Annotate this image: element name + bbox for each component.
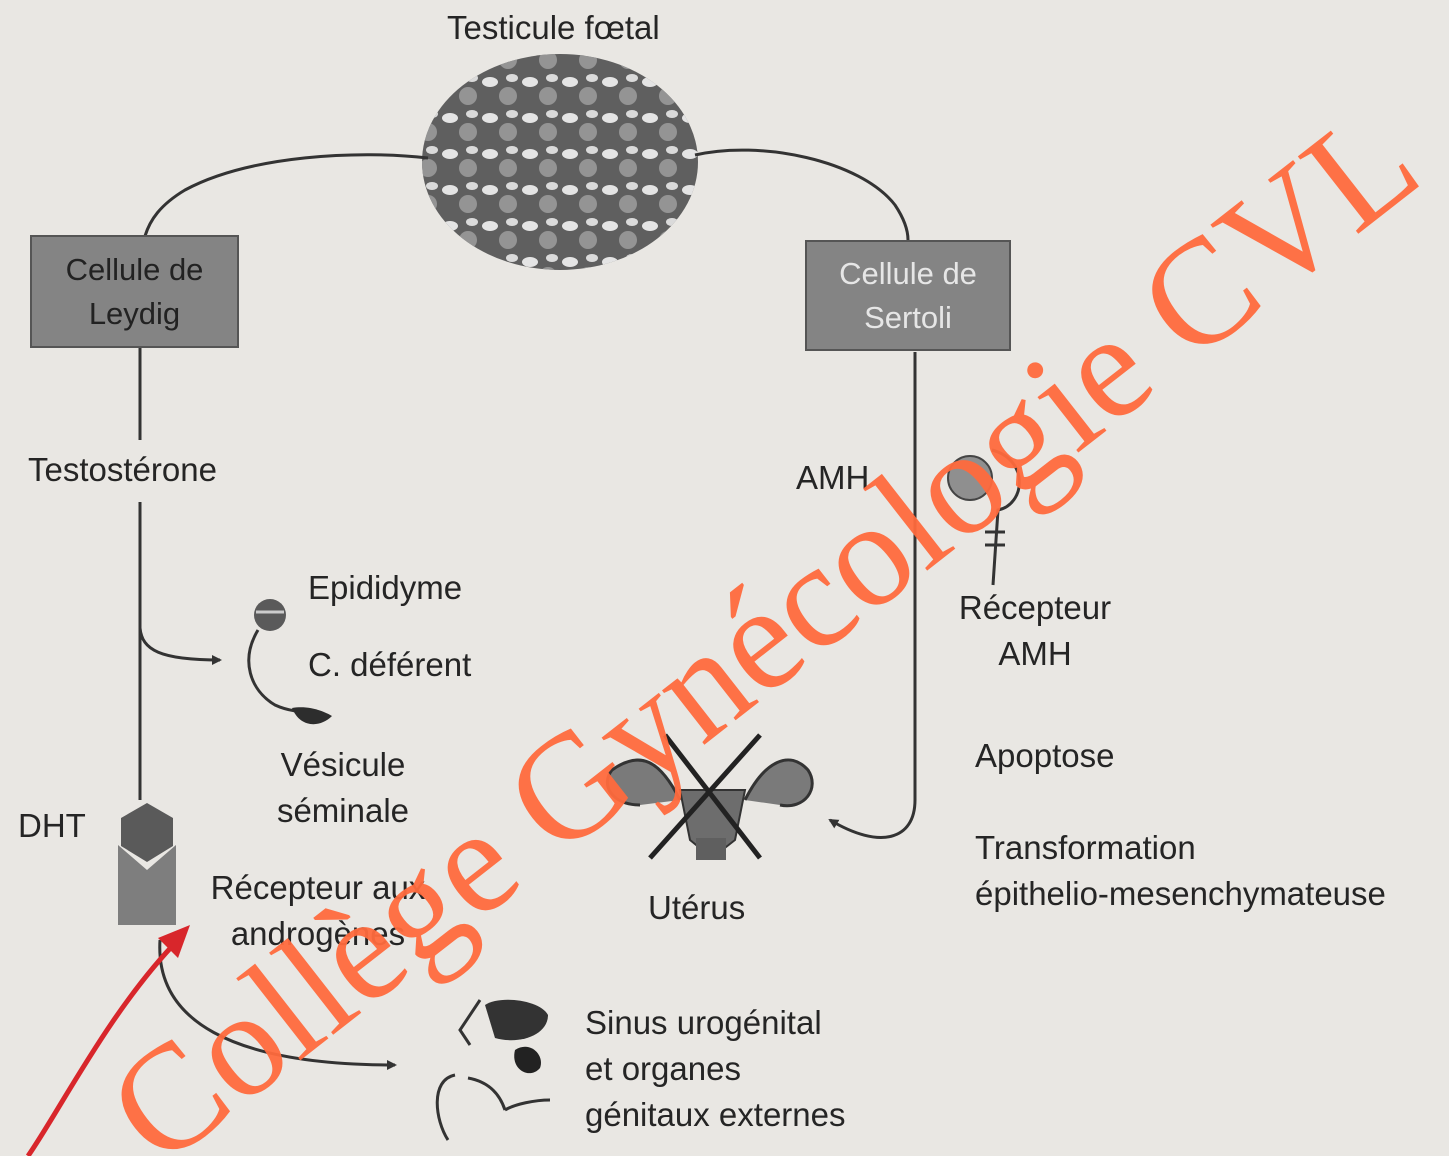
urogenital-sinus-line-3: génitaux externes — [585, 1092, 846, 1138]
androgen-receptor-label: Récepteur aux androgènes — [192, 865, 444, 957]
dht-to-sinus-arrow — [160, 940, 395, 1065]
testosterone-label: Testostérone — [28, 447, 217, 493]
sertoli-connector — [695, 150, 908, 240]
epididymis-label: Epididyme — [308, 565, 462, 611]
red-annotation-arrow — [28, 925, 190, 1156]
seminal-vesicle-label: Vésicule séminale — [258, 742, 428, 834]
leydig-label-1: Cellule de — [32, 248, 237, 292]
fetal-testis-icon — [422, 54, 698, 270]
dht-receptor-icon — [118, 803, 176, 925]
seminal-vesicle-line-2: séminale — [258, 788, 428, 834]
amh-receptor-line-1: Récepteur — [945, 585, 1125, 631]
amh-arrow — [830, 352, 915, 837]
sertoli-cell-box: Cellule de Sertoli — [805, 240, 1011, 351]
androgen-receptor-line-1: Récepteur aux — [192, 865, 444, 911]
sertoli-label-1: Cellule de — [807, 252, 1009, 296]
dht-label: DHT — [18, 803, 86, 849]
amh-receptor-line-2: AMH — [945, 631, 1125, 677]
leydig-label-2: Leydig — [32, 292, 237, 336]
title: Testicule fœtal — [447, 5, 660, 51]
apoptosis-label: Apoptose — [975, 733, 1114, 779]
genitalia-icon — [437, 1000, 550, 1140]
urogenital-sinus-line-1: Sinus urogénital — [585, 1000, 846, 1046]
amh-label: AMH — [796, 455, 869, 501]
urogenital-sinus-label: Sinus urogénital et organes génitaux ext… — [585, 1000, 846, 1138]
sertoli-label-2: Sertoli — [807, 296, 1009, 340]
emt-line-1: Transformation — [975, 825, 1386, 871]
amh-receptor-label: Récepteur AMH — [945, 585, 1125, 677]
seminal-vesicle-line-1: Vésicule — [258, 742, 428, 788]
uterus-label: Utérus — [648, 885, 745, 931]
androgen-receptor-line-2: androgènes — [192, 911, 444, 957]
testosterone-arrow — [140, 628, 220, 660]
uterus-icon — [607, 735, 812, 860]
leydig-connector — [145, 155, 428, 236]
urogenital-sinus-line-2: et organes — [585, 1046, 846, 1092]
emt-line-2: épithelio-mesenchymateuse — [975, 871, 1386, 917]
vas-deferens-label: C. déférent — [308, 642, 471, 688]
emt-label: Transformation épithelio-mesenchymateuse — [975, 825, 1386, 917]
amh-receptor-icon — [948, 450, 1019, 585]
leydig-cell-box: Cellule de Leydig — [30, 235, 239, 348]
